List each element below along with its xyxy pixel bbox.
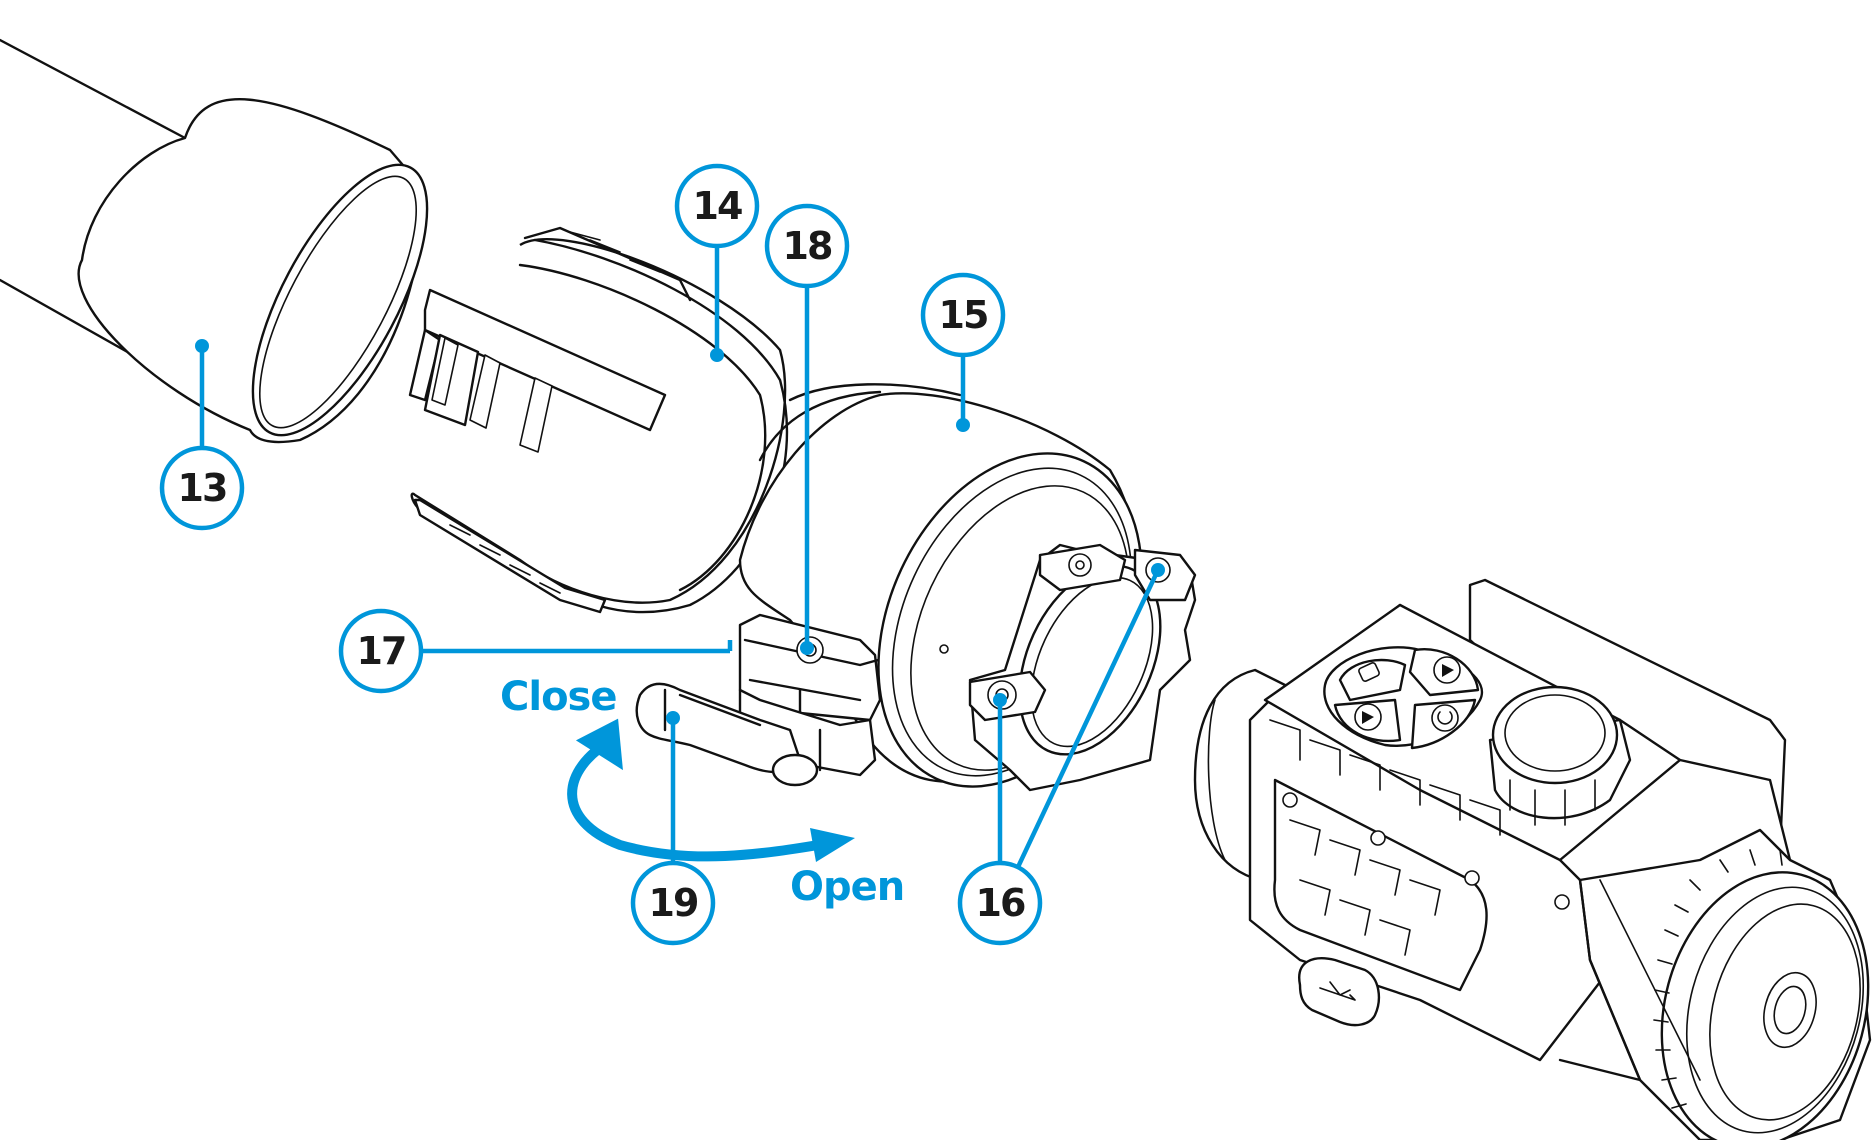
open-label: Open bbox=[790, 864, 904, 910]
callout-14-label: 14 bbox=[693, 184, 742, 228]
up-triangle-icon bbox=[1442, 664, 1454, 677]
menu-button[interactable] bbox=[1338, 658, 1407, 702]
callout-15: 15 bbox=[920, 272, 1006, 432]
open-close-arrow bbox=[567, 718, 855, 862]
callout-18: 18 bbox=[764, 203, 850, 655]
thermal-device bbox=[1193, 578, 1872, 1140]
up-button[interactable] bbox=[1408, 648, 1480, 697]
callout-16: 16 bbox=[957, 563, 1165, 946]
power-button[interactable] bbox=[1410, 698, 1477, 750]
button-cluster bbox=[1323, 646, 1484, 750]
callout-13-label: 13 bbox=[178, 466, 227, 510]
callout-19: 19 bbox=[630, 711, 716, 946]
power-icon bbox=[1437, 711, 1453, 725]
down-triangle-icon bbox=[1362, 711, 1374, 724]
usb-icon bbox=[1319, 981, 1356, 1001]
adapter-insert-ring bbox=[408, 226, 789, 614]
callout-17-label: 17 bbox=[357, 629, 406, 673]
callout-17: 17 bbox=[338, 608, 733, 694]
close-label: Close bbox=[500, 674, 616, 720]
control-knob[interactable] bbox=[1488, 685, 1632, 826]
callout-16-label: 16 bbox=[976, 881, 1025, 925]
callout-18-label: 18 bbox=[783, 224, 832, 268]
callout-14: 14 bbox=[674, 163, 760, 362]
callout-19-label: 19 bbox=[649, 881, 698, 925]
quick-release-lever bbox=[635, 682, 819, 787]
callout-15-label: 15 bbox=[939, 293, 988, 337]
down-button[interactable] bbox=[1333, 698, 1402, 743]
callout-13: 13 bbox=[159, 339, 245, 531]
scope-tube bbox=[0, 38, 429, 444]
usb-port-cover[interactable] bbox=[1298, 957, 1381, 1027]
